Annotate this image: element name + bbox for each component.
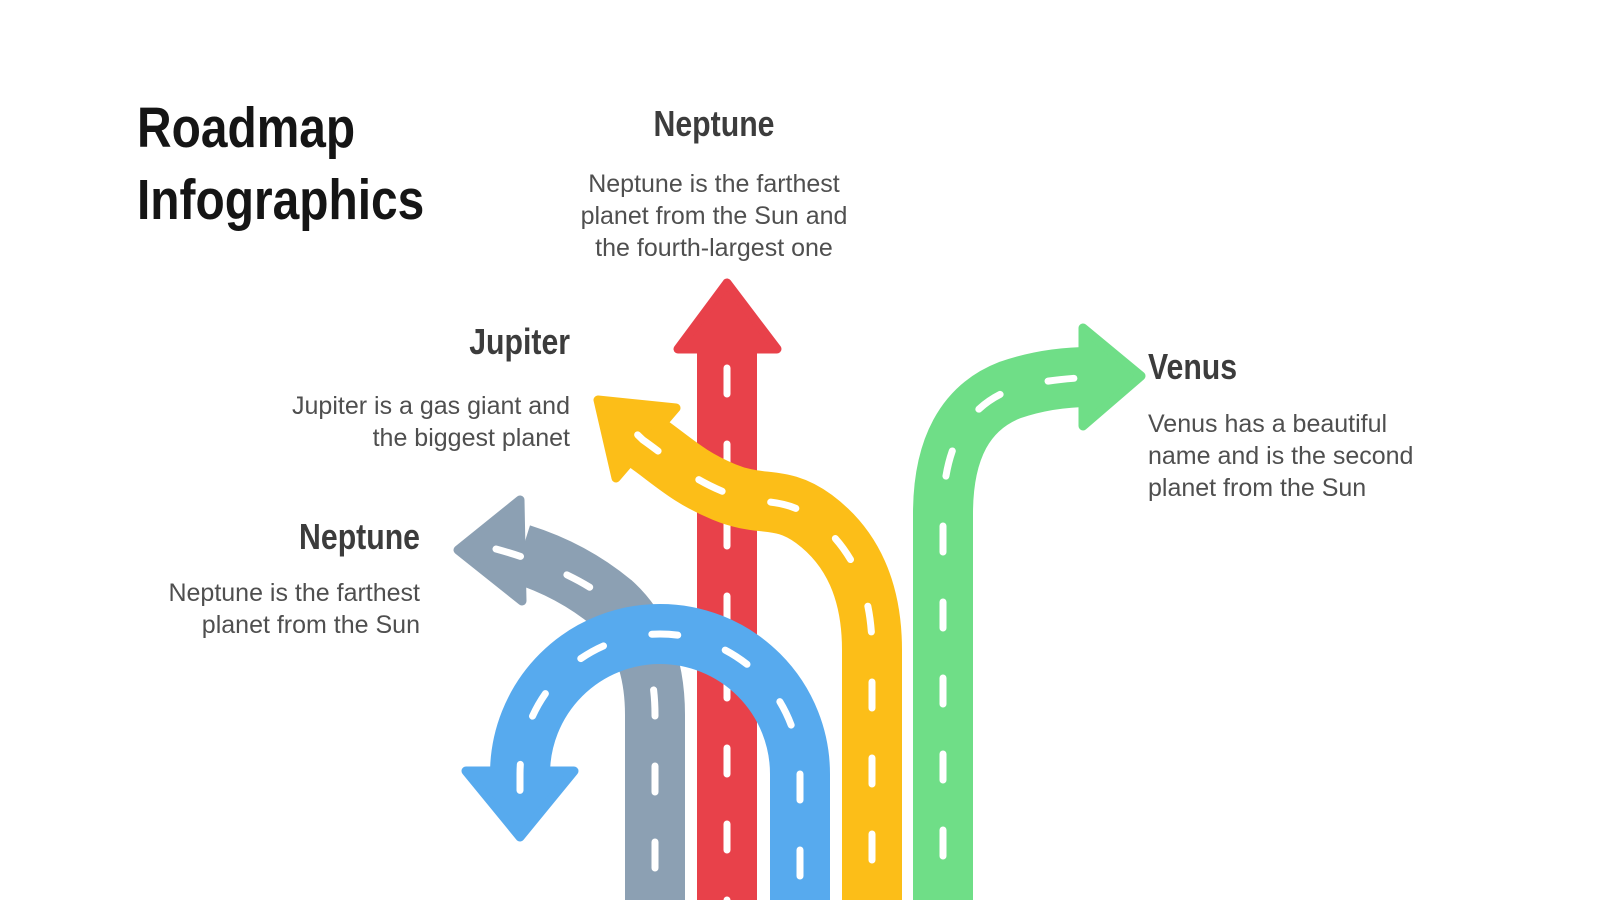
road-blue-dashes bbox=[516, 630, 804, 900]
label-block-neptune-left: Neptune Neptune is the farthest planet f… bbox=[100, 515, 420, 641]
heading-jupiter: Jupiter bbox=[469, 321, 570, 362]
road-green-dashes bbox=[939, 373, 1116, 900]
road-green-arrowhead-icon bbox=[1078, 323, 1146, 431]
description-neptune-top: Neptune is the farthest planet from the … bbox=[580, 170, 848, 262]
description-neptune-left: Neptune is the farthest planet from the … bbox=[168, 579, 420, 639]
description-venus: Venus has a beautiful name and is the se… bbox=[1148, 410, 1414, 502]
road-yellow bbox=[593, 395, 902, 900]
road-yellow-dashes bbox=[614, 412, 876, 900]
page-title: Roadmap Infographics bbox=[137, 92, 424, 236]
description-jupiter: Jupiter is a gas giant and the biggest p… bbox=[292, 392, 570, 452]
heading-neptune-top: Neptune bbox=[653, 103, 775, 144]
page-title-line1: Roadmap bbox=[137, 96, 356, 160]
label-block-neptune-top: Neptune Neptune is the farthest planet f… bbox=[534, 102, 894, 264]
road-green-body bbox=[913, 347, 1091, 900]
road-blue bbox=[461, 604, 830, 900]
road-green bbox=[913, 323, 1146, 900]
label-block-jupiter: Jupiter Jupiter is a gas giant and the b… bbox=[250, 320, 570, 454]
heading-venus: Venus bbox=[1148, 346, 1238, 387]
road-gray bbox=[453, 495, 685, 900]
road-red-arrowhead-icon bbox=[673, 278, 782, 354]
page-title-line2: Infographics bbox=[137, 168, 425, 232]
road-red bbox=[673, 278, 782, 900]
road-gray-body bbox=[511, 525, 685, 900]
label-block-venus: Venus Venus has a beautiful name and is … bbox=[1148, 345, 1468, 504]
heading-neptune-left: Neptune bbox=[299, 516, 420, 557]
road-gray-arrowhead-icon bbox=[453, 495, 527, 606]
